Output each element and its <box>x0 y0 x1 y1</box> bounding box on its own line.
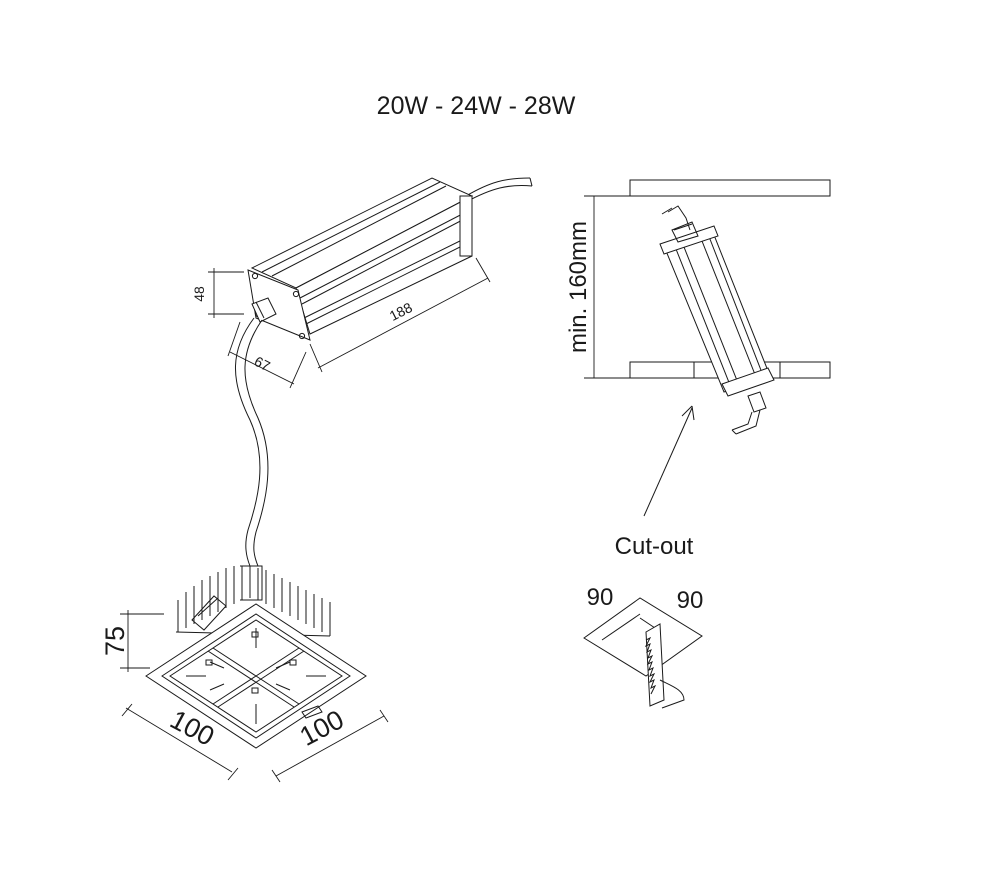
led-driver <box>234 177 533 567</box>
drawing-title: 20W - 24W - 28W <box>377 92 576 120</box>
min-depth-label: min. 160mm <box>565 221 592 353</box>
cutout-depth-label: 90 <box>677 587 704 614</box>
driver-length-label: 188 <box>387 299 415 324</box>
driver-width-label: 67 <box>252 353 273 374</box>
driver-width-dimension <box>227 321 307 389</box>
driver-length-dimension <box>309 257 491 373</box>
driver-height-dimension <box>208 268 244 318</box>
luminaire-width-dimension <box>121 703 239 781</box>
cutout-label: Cut-out <box>615 533 694 560</box>
min-depth-dimension <box>584 195 640 379</box>
luminaire-height-label: 75 <box>100 626 130 656</box>
luminaire <box>145 565 367 749</box>
cutout-arrow <box>643 405 695 517</box>
luminaire-height-dimension <box>120 610 164 672</box>
cutout-detail <box>583 597 703 709</box>
cutout-width-label: 90 <box>587 584 614 611</box>
luminaire-depth-dimension <box>271 709 389 783</box>
driver-height-label: 48 <box>191 286 207 302</box>
driver-side-view <box>659 205 775 435</box>
